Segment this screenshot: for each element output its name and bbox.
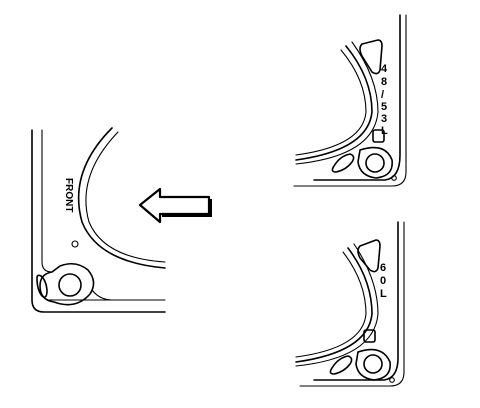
square-port <box>372 129 385 143</box>
front-label: FRONT <box>63 178 74 212</box>
gasket-4-8-5-3l-detail: 4 8 / 5 3 L <box>293 14 407 187</box>
locator-hole <box>71 240 79 248</box>
engine-label-char: 5 <box>381 101 387 113</box>
upper-port <box>357 239 381 273</box>
engine-label-char: 8 <box>381 76 387 88</box>
engine-label-char: 4 <box>381 63 388 75</box>
direction-arrow-icon <box>138 187 212 224</box>
bolt-hole-bottom-right <box>363 354 383 374</box>
engine-label-char: 0 <box>380 275 386 287</box>
left-gasket-detail: FRONT <box>31 127 166 313</box>
coolant-slot-top-right <box>331 153 355 173</box>
coolant-slot-bottom-right <box>329 355 353 375</box>
engine-label-char: / <box>381 89 384 101</box>
bolt-hole-top-right <box>365 153 385 173</box>
engine-label-char: 3 <box>381 113 387 125</box>
coolant-slot <box>36 274 48 298</box>
engine-label-char: L <box>381 125 388 137</box>
gasket-6-0l-detail: 6 0 L <box>295 221 405 387</box>
square-port <box>363 329 376 343</box>
upper-port <box>359 39 383 75</box>
engine-label-char: 6 <box>380 262 386 274</box>
bolt-hole <box>58 273 82 297</box>
engine-label-char: L <box>380 288 387 300</box>
